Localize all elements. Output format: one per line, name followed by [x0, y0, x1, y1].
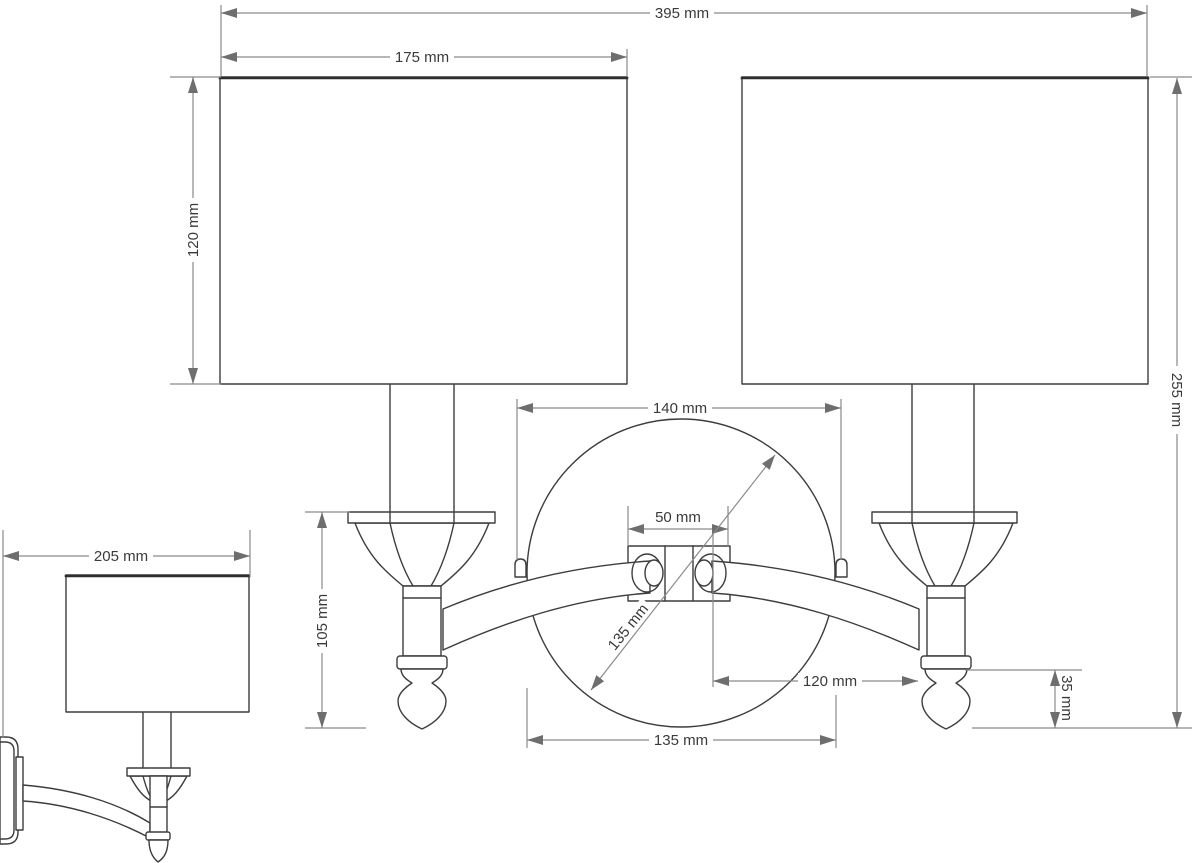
dim-shade-height-label: 120 mm: [185, 203, 202, 257]
arrow-shade-width-left: [221, 52, 237, 62]
arrow-center-to-finial-left: [713, 676, 729, 686]
backplate-right-tab: [835, 558, 848, 578]
arrow-shade-height-top: [188, 77, 198, 93]
left-lampshade: [219, 76, 628, 385]
arrow-candle-height-bottom: [317, 712, 327, 728]
dim-backplate-diagonal-label: 135 mm: [605, 601, 652, 654]
arrow-depth-right: [234, 551, 250, 561]
dim-candle-height-label: 105 mm: [314, 594, 331, 648]
textbg-total-width: [650, 5, 714, 21]
right-lampshade: [741, 76, 1149, 385]
dim-center-to-finial-label: 120 mm: [803, 673, 857, 690]
dim-finial-height-label: 35 mm: [1058, 675, 1075, 721]
left-socket: [402, 585, 442, 657]
arrow-total-height-top: [1172, 78, 1182, 94]
side-arm: [22, 784, 151, 839]
dim-tab-span-label: 140 mm: [653, 400, 707, 417]
textbg-center-to-finial: [798, 673, 862, 689]
textbg-total-height: [1169, 366, 1185, 434]
textbg-bracket-width: [648, 508, 708, 523]
arrow-shade-height-bottom: [188, 368, 198, 384]
dim-depth-label: 205 mm: [94, 548, 148, 565]
dim-backplate-width-label: 135 mm: [654, 732, 708, 749]
right-socket-base: [920, 655, 972, 670]
dim-total-width-label: 395 mm: [655, 5, 709, 22]
side-finial: [148, 839, 169, 863]
left-socket-base: [396, 655, 448, 670]
right-finial: [921, 668, 971, 730]
textbg-shade-height: [185, 198, 201, 262]
right-bobeche-plate: [871, 511, 1018, 524]
arrow-backplate-width-left: [527, 735, 543, 745]
textbg-backplate-diagonal: [602, 597, 654, 657]
side-arm-bracket: [15, 756, 24, 831]
textbg-tab-span: [648, 400, 712, 416]
left-trumpet: [354, 522, 490, 587]
right-trumpet: [878, 522, 1014, 587]
textbg-depth: [89, 548, 153, 564]
side-socket-base: [145, 831, 171, 841]
right-trumpet-inner-right: [950, 522, 975, 587]
right-trumpet-inner-left: [911, 522, 936, 587]
arrow-total-height-bottom: [1172, 712, 1182, 728]
side-lampshade: [65, 574, 250, 713]
left-arm: [442, 560, 651, 651]
arrow-center-to-finial-right: [902, 676, 918, 686]
arrow-total-width-left: [221, 8, 237, 18]
side-bobeche-plate: [126, 767, 191, 777]
arrow-shade-width-right: [611, 52, 627, 62]
side-wall-plate-inner: [0, 741, 15, 840]
arrow-total-width-right: [1131, 8, 1147, 18]
dim-bracket-width-label: 50 mm: [655, 509, 701, 526]
right-arm: [711, 560, 920, 651]
wall-backplate-circle: [526, 418, 836, 728]
arrow-backplate-width-right: [820, 735, 836, 745]
dimline-backplate-diagonal: [590, 454, 776, 691]
left-bobeche-plate: [347, 511, 496, 524]
arrow-depth-left: [3, 551, 19, 561]
arrow-tab-span-right: [825, 403, 841, 413]
dim-total-height-label: 255 mm: [1168, 373, 1185, 427]
left-trumpet-inner-right: [430, 522, 455, 587]
arrow-bracket-width-left: [628, 524, 644, 534]
dim-shade-width-label: 175 mm: [395, 49, 449, 66]
left-trumpet-inner-left: [389, 522, 414, 587]
arrow-finial-height-top: [1050, 670, 1060, 686]
arrow-backplate-diagonal-top: [761, 455, 775, 470]
arrow-bracket-width-right: [712, 524, 728, 534]
arrow-backplate-diagonal-bottom: [591, 675, 605, 690]
arrow-candle-height-top: [317, 512, 327, 528]
backplate-left-tab: [514, 558, 527, 578]
arrow-finial-height-bottom: [1050, 712, 1060, 728]
left-finial: [397, 668, 447, 730]
textbg-shade-width: [390, 49, 454, 65]
right-socket: [926, 585, 966, 657]
left-arm-ring-inner: [644, 559, 664, 587]
textbg-backplate-width: [649, 732, 713, 748]
right-arm-ring-inner: [694, 559, 714, 587]
textbg-candle-height: [314, 589, 330, 653]
arrow-tab-span-left: [517, 403, 533, 413]
